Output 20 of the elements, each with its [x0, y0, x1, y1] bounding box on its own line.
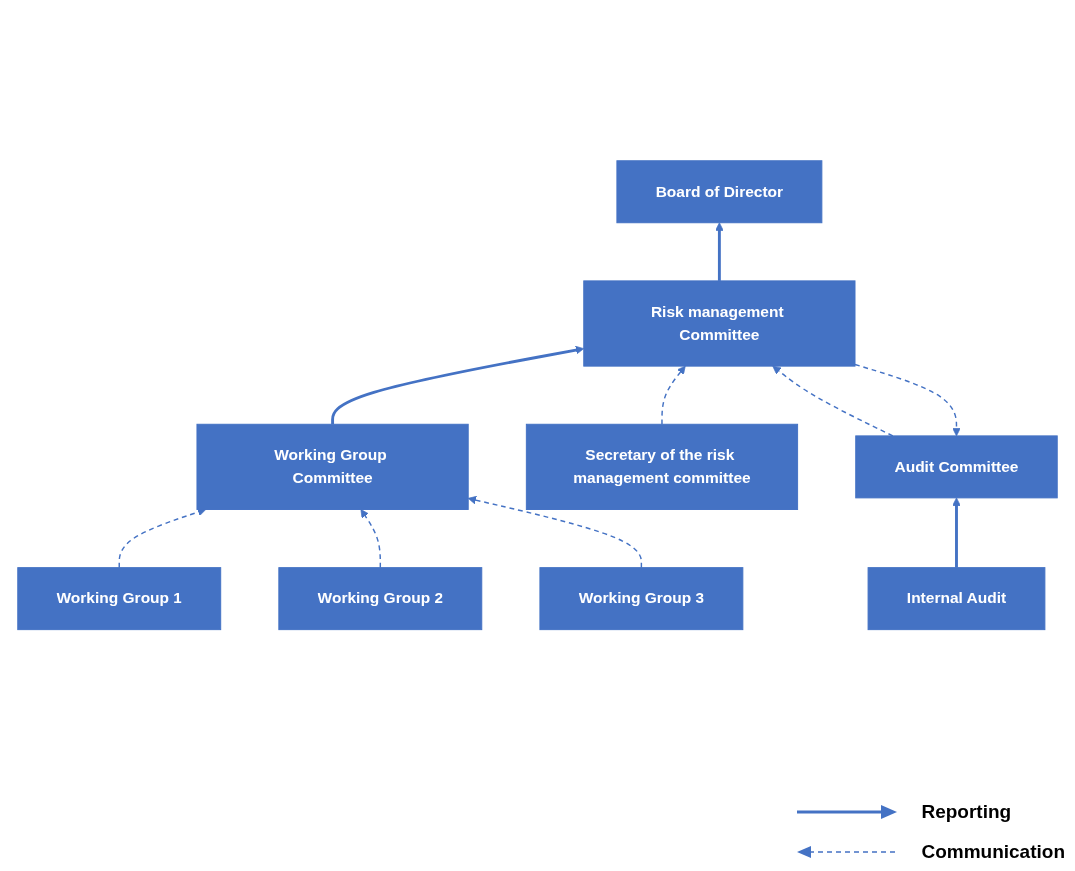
arrow — [715, 222, 724, 281]
arrow — [772, 365, 894, 437]
node-box: Working Group Committee — [196, 423, 469, 510]
node-box: Secretary of the risk management committee — [525, 423, 799, 510]
legend-text: Communication — [921, 841, 1065, 863]
node-box: Audit Committee — [855, 435, 1058, 499]
arrow — [467, 495, 643, 569]
arrow — [952, 497, 961, 568]
legend-text: Reporting — [921, 801, 1012, 823]
arrow — [360, 508, 382, 569]
node-box: Board of Director — [616, 160, 823, 224]
arrow — [854, 363, 961, 437]
node-box: Working Group 3 — [539, 566, 744, 630]
arrow — [118, 507, 207, 569]
node-box: Working Group 1 — [17, 566, 222, 630]
arrow — [661, 365, 686, 425]
arrow — [331, 345, 585, 425]
node-box: Internal Audit — [867, 566, 1046, 630]
node-box: Risk management Committee — [583, 280, 856, 367]
node-box: Working Group 2 — [278, 566, 483, 630]
